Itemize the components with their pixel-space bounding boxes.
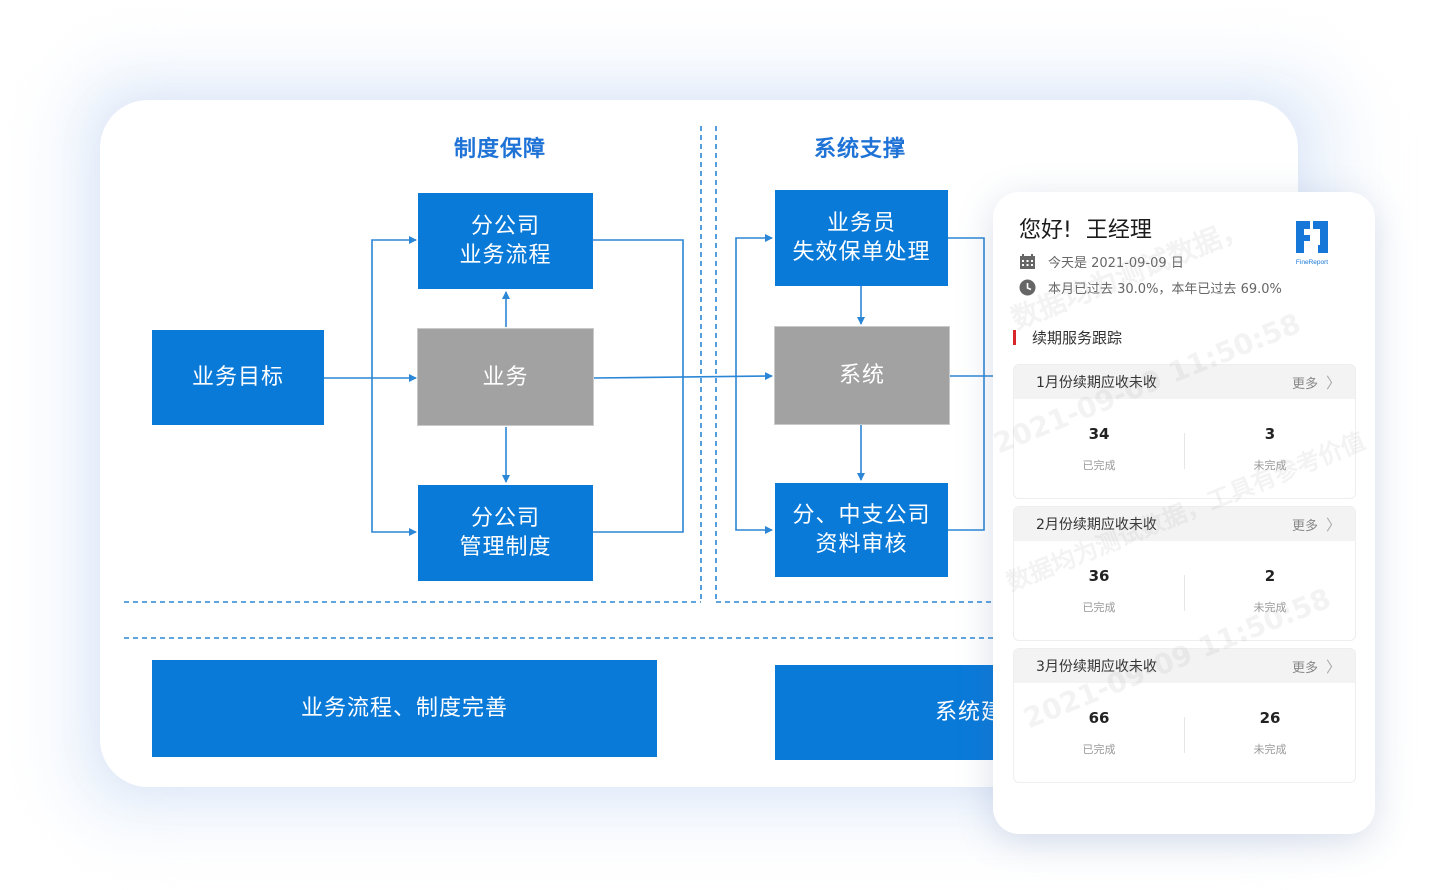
section-accent-bar xyxy=(1013,330,1016,345)
node-business: 业务 xyxy=(417,328,594,426)
stat-done-label: 已完成 xyxy=(1082,601,1116,614)
bottom-process-improvement: 业务流程、制度完善 xyxy=(152,660,657,757)
stat-divider xyxy=(1184,575,1185,611)
renewal-card-feb: 2月份续期应收未收 更多〉 36 已完成 2 未完成 xyxy=(1013,506,1356,641)
chevron-right-icon: 〉 xyxy=(1325,515,1341,534)
stat-done-label: 已完成 xyxy=(1082,459,1116,472)
renewal-card-title: 1月份续期应收未收 xyxy=(1036,375,1157,391)
renewal-card-title: 3月份续期应收未收 xyxy=(1036,659,1157,675)
renewal-card-header: 3月份续期应收未收 更多〉 xyxy=(1014,649,1355,683)
calendar-icon xyxy=(1019,253,1036,270)
stat-done-value: 34 xyxy=(1088,425,1110,443)
chevron-right-icon: 〉 xyxy=(1325,373,1341,392)
more-link[interactable]: 更多〉 xyxy=(1291,515,1341,534)
stat-done: 34 已完成 xyxy=(1014,425,1184,473)
node-agent-line2: 失效保单处理 xyxy=(792,240,931,265)
node-branch-process-line2: 业务流程 xyxy=(459,243,552,268)
progress-text: 本月已过去 30.0%，本年已过去 69.0% xyxy=(1048,282,1282,297)
stat-todo: 2 未完成 xyxy=(1185,567,1355,615)
node-system: 系统 xyxy=(774,326,950,425)
stat-divider xyxy=(1184,717,1185,753)
node-sub-branch-line2: 资料审核 xyxy=(815,532,908,557)
flow-connectors xyxy=(124,126,1000,639)
stat-done: 36 已完成 xyxy=(1014,567,1184,615)
stat-todo-label: 未完成 xyxy=(1253,743,1287,756)
node-branch-management-line2: 管理制度 xyxy=(459,535,552,560)
bottom-system-build-label: 系统建 xyxy=(935,700,1005,725)
stat-done-value: 36 xyxy=(1088,567,1110,585)
chevron-right-icon: 〉 xyxy=(1325,657,1341,676)
node-business-label: 业务 xyxy=(482,364,529,390)
greeting-hello: 您好! xyxy=(1019,218,1072,243)
progress-line: 本月已过去 30.0%，本年已过去 69.0% xyxy=(1019,278,1282,297)
finereport-logo: FineReport xyxy=(1292,219,1332,267)
stat-todo-label: 未完成 xyxy=(1253,459,1287,472)
greeting: 您好! 王经理 xyxy=(1019,212,1166,244)
greeting-user: 王经理 xyxy=(1085,218,1152,243)
stat-divider xyxy=(1184,433,1185,469)
stat-todo-label: 未完成 xyxy=(1253,601,1287,614)
renewal-card-header: 1月份续期应收未收 更多〉 xyxy=(1014,365,1355,399)
stat-todo-value: 3 xyxy=(1264,425,1276,443)
node-branch-process-line1: 分公司 xyxy=(470,214,540,239)
renewal-section-header: 续期服务跟踪 xyxy=(1013,327,1122,348)
node-sub-branch-review: 分、中支公司 资料审核 xyxy=(775,483,948,577)
stat-done-label: 已完成 xyxy=(1082,743,1116,756)
bottom-process-improvement-label: 业务流程、制度完善 xyxy=(300,696,508,721)
renewal-section-title: 续期服务跟踪 xyxy=(1032,329,1123,347)
node-business-goal-label: 业务目标 xyxy=(191,365,284,390)
node-branch-management: 分公司 管理制度 xyxy=(418,485,593,581)
node-system-label: 系统 xyxy=(838,363,885,388)
stat-done: 66 已完成 xyxy=(1014,709,1184,757)
date-text: 今天是 2021-09-09 日 xyxy=(1048,256,1184,271)
node-agent-lapsed-policy: 业务员 失效保单处理 xyxy=(775,190,948,286)
more-link[interactable]: 更多〉 xyxy=(1291,373,1341,392)
renewal-card-jan: 1月份续期应收未收 更多〉 34 已完成 3 未完成 xyxy=(1013,364,1356,499)
renewal-card-title: 2月份续期应收未收 xyxy=(1036,517,1157,533)
stat-todo: 3 未完成 xyxy=(1185,425,1355,473)
date-line: 今天是 2021-09-09 日 xyxy=(1019,252,1184,271)
stat-done-value: 66 xyxy=(1088,709,1110,727)
node-business-goal: 业务目标 xyxy=(152,330,324,425)
stat-todo: 26 未完成 xyxy=(1185,709,1355,757)
node-branch-management-line1: 分公司 xyxy=(470,506,540,531)
stat-todo-value: 26 xyxy=(1259,709,1281,727)
svg-text:FineReport: FineReport xyxy=(1296,259,1328,266)
more-link[interactable]: 更多〉 xyxy=(1291,657,1341,676)
section-title-policy: 制度保障 xyxy=(454,137,547,162)
renewal-card-mar: 3月份续期应收未收 更多〉 66 已完成 26 未完成 xyxy=(1013,648,1356,783)
stat-todo-value: 2 xyxy=(1264,567,1276,585)
section-title-system: 系统支撑 xyxy=(814,137,907,162)
clock-icon xyxy=(1019,279,1036,296)
node-branch-process: 分公司 业务流程 xyxy=(418,193,593,289)
node-sub-branch-line1: 分、中支公司 xyxy=(792,503,931,528)
renewal-card-header: 2月份续期应收未收 更多〉 xyxy=(1014,507,1355,541)
mobile-report-panel: 您好! 王经理 FineReport 今天是 2021-09-09 日 本月已过去… xyxy=(993,192,1375,834)
node-agent-line1: 业务员 xyxy=(826,211,896,236)
